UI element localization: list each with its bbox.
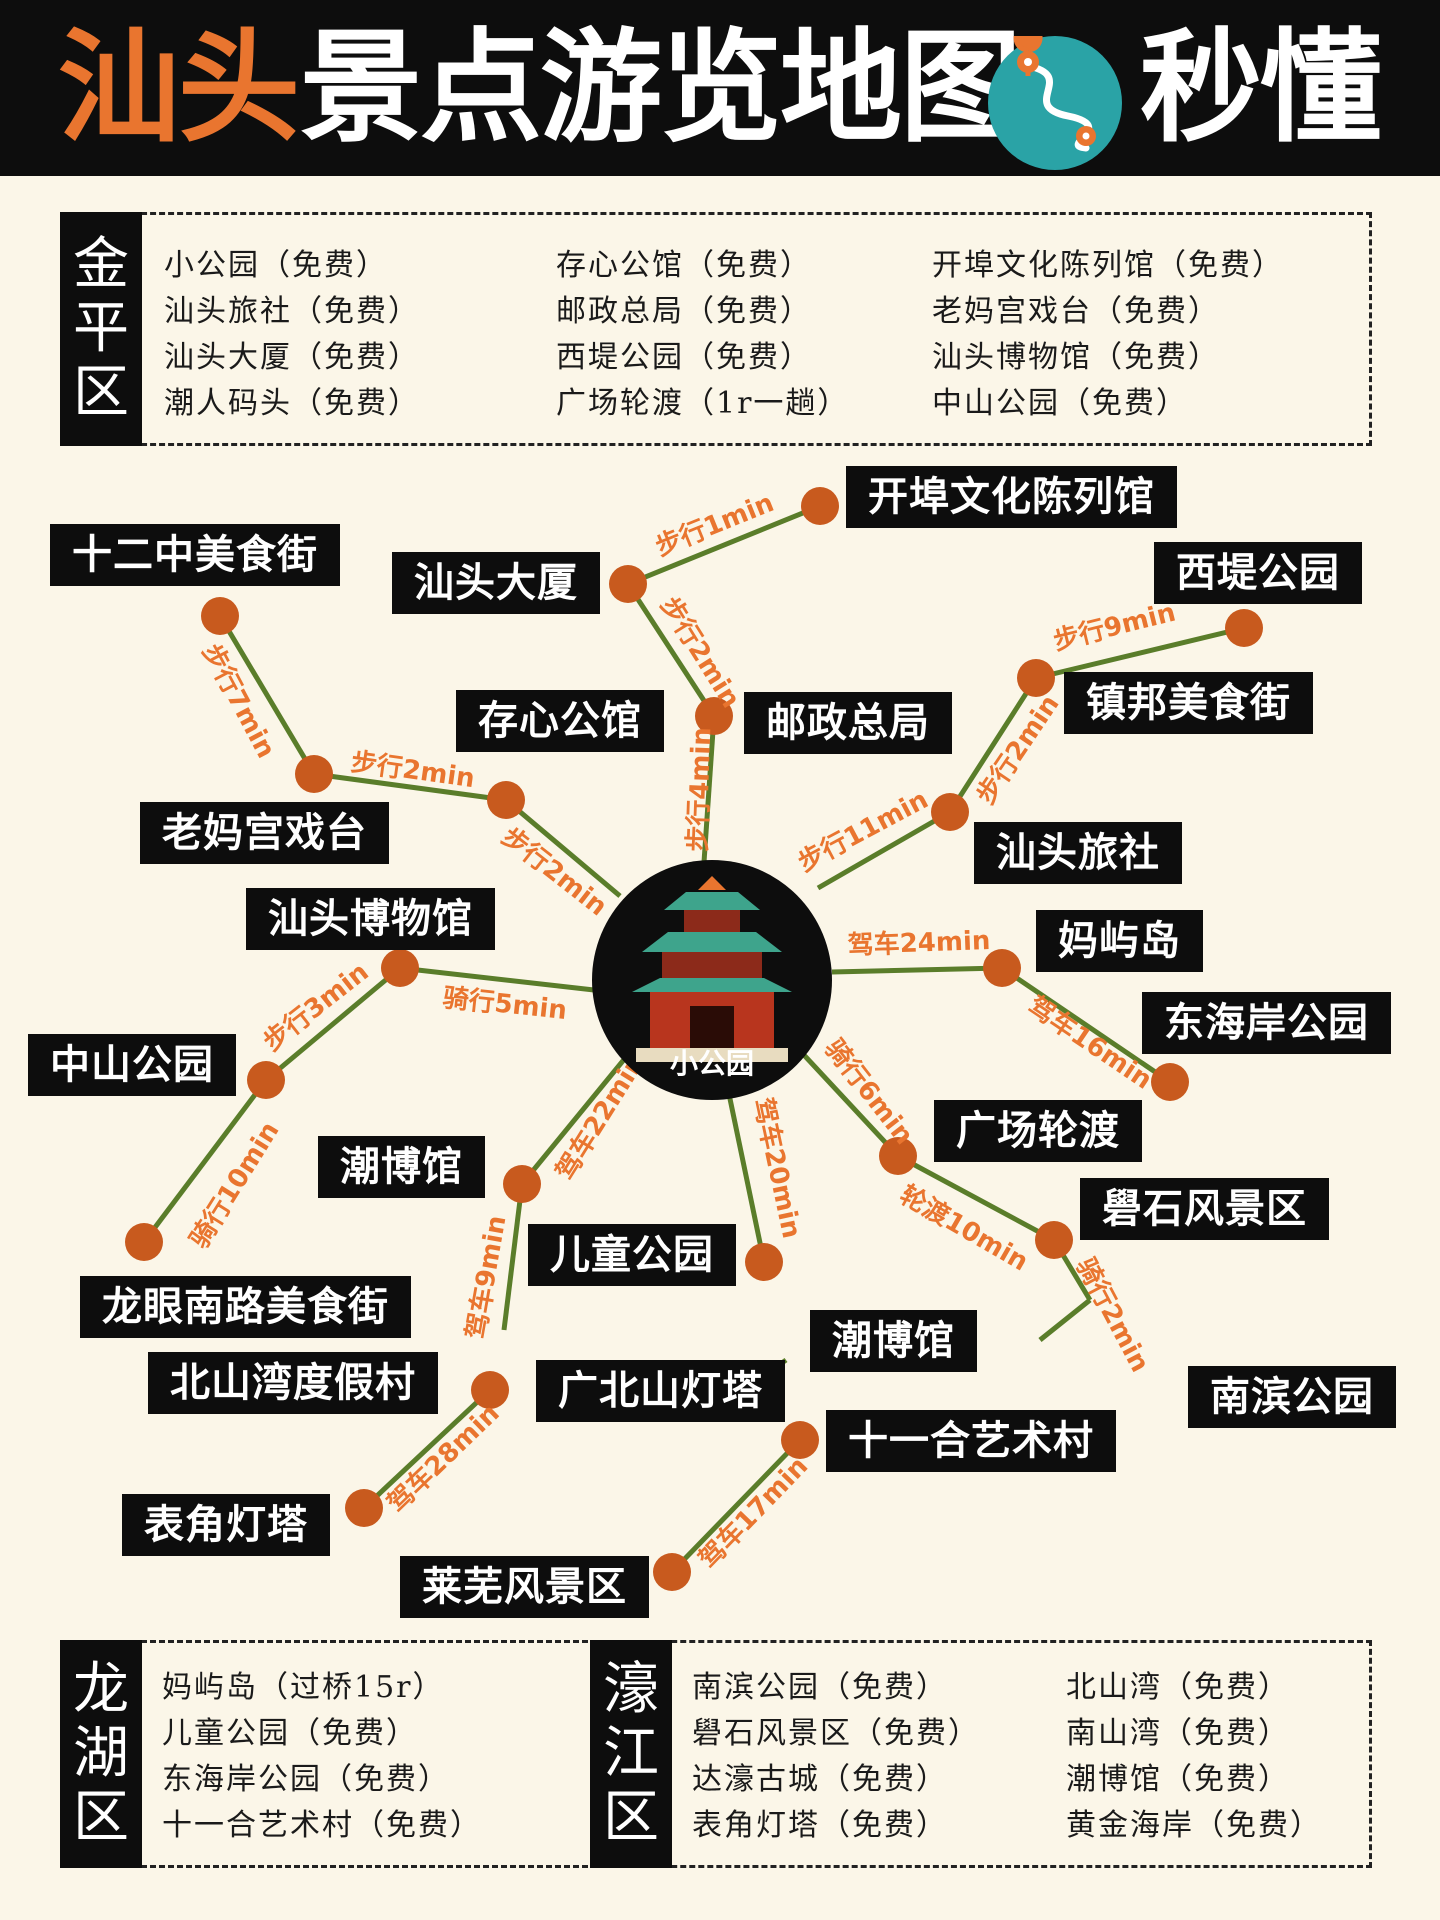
- route-label: 驾车17min: [693, 1451, 814, 1575]
- route-label: 步行4min: [682, 727, 717, 853]
- place-label: 镇邦美食街: [1064, 672, 1313, 734]
- list-item: 表角灯塔（免费）: [692, 1808, 948, 1843]
- route-label: 驾车28min: [381, 1398, 505, 1519]
- hub-label: 小公园: [669, 1047, 754, 1080]
- list-item: 汕头博物馆（免费）: [932, 340, 1220, 375]
- route-label: 驾车16min: [1022, 990, 1158, 1095]
- place-label: 老妈宫戏台: [140, 802, 389, 864]
- list-item: 儿童公园（免费）: [162, 1716, 418, 1751]
- place-label: 汕头大厦: [392, 552, 600, 614]
- list-item: 南滨公园（免费）: [692, 1670, 948, 1705]
- place-label: 广北山灯塔: [536, 1360, 785, 1422]
- list-item: 南山湾（免费）: [1066, 1716, 1290, 1751]
- place-label: 十一合艺术村: [826, 1410, 1116, 1472]
- route-label: 骑行10min: [184, 1116, 286, 1253]
- node-post-office: [695, 697, 733, 735]
- place-label: 龙眼南路美食街: [80, 1276, 411, 1338]
- pavilion-icon: [632, 876, 792, 1062]
- route-label: 骑行2min: [1070, 1253, 1156, 1378]
- list-item: 东海岸公园（免费）: [162, 1762, 450, 1797]
- node-laiwu: [653, 1553, 691, 1591]
- node-biaojiao-lighthouse: [345, 1489, 383, 1527]
- place-label: 汕头博物馆: [246, 888, 495, 950]
- place-label: 广场轮渡: [934, 1100, 1142, 1162]
- list-item: 汕头大厦（免费）: [164, 340, 420, 375]
- place-label: 汕头旅社: [974, 822, 1182, 884]
- place-label: 潮博馆: [318, 1136, 485, 1198]
- node-zhenbang: [1017, 659, 1055, 697]
- list-item: 十一合艺术村（免费）: [162, 1808, 482, 1843]
- list-item: 西堤公园（免费）: [556, 340, 812, 375]
- list-item: 潮人码头（免费）: [164, 386, 420, 421]
- node-beishan-bay: [471, 1371, 509, 1409]
- node-shantou-hostel: [931, 793, 969, 831]
- list-item: 老妈宫戏台（免费）: [932, 294, 1220, 329]
- place-label: 西堤公园: [1154, 542, 1362, 604]
- node-chaobo-hall: [503, 1165, 541, 1203]
- place-label: 妈屿岛: [1036, 910, 1203, 972]
- haojiang-district-tag: 濠江区: [590, 1640, 672, 1868]
- place-label: 邮政总局: [744, 692, 952, 754]
- longhu-district-tag: 龙湖区: [60, 1640, 142, 1868]
- place-label: 中山公园: [28, 1034, 236, 1096]
- title-suffix: 秒懂: [1140, 17, 1382, 159]
- jinping-district-tag: 金平区: [60, 212, 142, 446]
- hub-circle: [592, 860, 832, 1100]
- list-item: 妈屿岛（过桥15r）: [162, 1670, 445, 1705]
- node-cunxin: [487, 781, 525, 819]
- node-mayu-island: [983, 949, 1021, 987]
- list-item: 邮政总局（免费）: [556, 294, 812, 329]
- node-no12-food-street: [201, 597, 239, 635]
- list-item: 达濠古城（免费）: [692, 1762, 948, 1797]
- node-laomagong: [295, 755, 333, 793]
- place-label: 莱芜风景区: [400, 1556, 649, 1618]
- list-item: 礐石风景区（免费）: [692, 1716, 980, 1751]
- list-item: 黄金海岸（免费）: [1066, 1808, 1322, 1843]
- place-label: 礐石风景区: [1080, 1178, 1329, 1240]
- list-item: 存心公馆（免费）: [556, 248, 812, 283]
- list-item: 汕头旅社（免费）: [164, 294, 420, 329]
- node-zhongshan-park: [247, 1061, 285, 1099]
- node-shiyihe: [781, 1421, 819, 1459]
- place-label: 十二中美食街: [50, 524, 340, 586]
- node-children-park: [745, 1243, 783, 1281]
- list-item: 北山湾（免费）: [1066, 1670, 1290, 1705]
- route-lines: [142, 503, 1245, 1574]
- title-highlight: 汕头: [58, 17, 300, 159]
- place-label: 南滨公园: [1188, 1366, 1396, 1428]
- list-item: 广场轮渡（1r一趟）: [556, 386, 850, 421]
- place-label: 北山湾度假村: [148, 1352, 438, 1414]
- title-bar: [0, 0, 1440, 176]
- list-item: 潮博馆（免费）: [1066, 1762, 1290, 1797]
- node-square-ferry: [879, 1137, 917, 1175]
- place-label: 表角灯塔: [122, 1494, 330, 1556]
- route-logo-icon: [988, 23, 1122, 170]
- title-main: 景点游览地图: [300, 17, 1022, 159]
- node-queshi: [1035, 1221, 1073, 1259]
- node-kaibu: [801, 487, 839, 525]
- node-museum: [381, 949, 419, 987]
- place-label: 儿童公园: [528, 1224, 736, 1286]
- list-item: 小公园（免费）: [164, 248, 388, 283]
- place-label: 开埠文化陈列馆: [846, 466, 1177, 528]
- route-label: 骑行6min: [818, 1033, 919, 1150]
- place-label: 东海岸公园: [1142, 992, 1391, 1054]
- node-east-coast-park: [1151, 1063, 1189, 1101]
- node-longyan-food-street: [125, 1223, 163, 1261]
- list-item: 中山公园（免费）: [932, 386, 1188, 421]
- route-label: 驾车24min: [847, 925, 991, 961]
- place-label: 存心公馆: [456, 690, 664, 752]
- list-item: 开埠文化陈列馆（免费）: [932, 248, 1284, 283]
- node-shantou-building: [609, 565, 647, 603]
- route-label: 骑行5min: [441, 982, 568, 1026]
- node-xidi-park: [1225, 609, 1263, 647]
- place-label: 潮博馆: [810, 1310, 977, 1372]
